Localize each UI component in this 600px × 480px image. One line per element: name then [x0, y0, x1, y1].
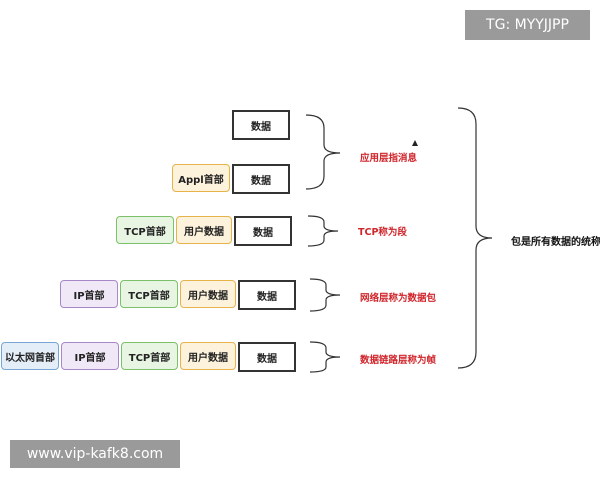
- summary-label: 包是所有数据的统称: [511, 237, 600, 248]
- label-application: 应用层指消息: [360, 153, 418, 164]
- row4-tcp-header: TCP首部: [120, 280, 178, 308]
- row5-ip-header: IP首部: [61, 342, 119, 370]
- label-network: 网络层称为数据包: [360, 293, 437, 304]
- row5-data-box: 数据: [238, 342, 296, 372]
- arrow-marker: [412, 140, 418, 146]
- row1-data-box: 数据: [232, 110, 290, 140]
- row3-tcp-header: TCP首部: [116, 216, 174, 244]
- watermark-top: TG: MYYJJPP: [465, 10, 590, 40]
- row2-data-box: 数据: [232, 164, 290, 194]
- brace-transport: [307, 215, 339, 247]
- row3-data-box: 数据: [234, 216, 292, 246]
- label-link: 数据链路层称为帧: [360, 355, 437, 366]
- row5-user-data: 用户数据: [180, 342, 236, 370]
- row3-user-data: 用户数据: [176, 216, 232, 244]
- row5-ethernet-header: 以太网首部: [1, 342, 59, 370]
- brace-summary: [457, 107, 493, 369]
- row5-tcp-header: TCP首部: [121, 342, 178, 370]
- brace-application: [305, 114, 341, 190]
- row4-ip-header: IP首部: [60, 280, 118, 308]
- row2-appl-header: Appl首部: [172, 164, 230, 192]
- label-transport: TCP称为段: [358, 227, 407, 238]
- row4-data-box: 数据: [238, 280, 296, 310]
- brace-link: [309, 341, 341, 373]
- brace-network: [309, 278, 341, 312]
- watermark-bottom: www.vip-kafk8.com: [10, 440, 180, 468]
- row4-user-data: 用户数据: [180, 280, 236, 308]
